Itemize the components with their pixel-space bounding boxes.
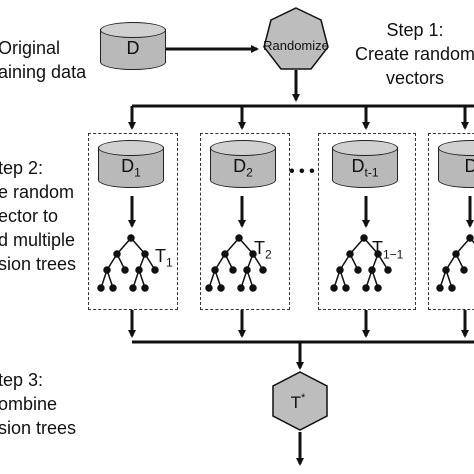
original-data-text: Original aining data [0,38,87,82]
decision-tree-3 [330,234,392,292]
subset-box-1 [88,133,178,310]
subset-box-3 [318,133,416,310]
subset-cylinder-1: D1 [98,140,164,196]
decision-tree-1 [97,234,159,292]
tree-label-1: T1 [155,246,173,270]
original-data-cylinder: D [100,22,166,78]
combine-node [272,371,328,431]
step2-text: tep 2: e random ector to d multiple sion… [0,158,77,274]
subset-label-1: D1 [121,156,141,180]
decision-tree-4 [436,234,474,292]
subset-cylinder-4: D [438,140,474,196]
tree-label-3: T1−1 [372,238,404,262]
subset-cylinder-3: Dt-1 [332,140,398,196]
subset-cylinder-2: D2 [210,140,276,196]
subset-box-2 [200,133,290,310]
ellipsis: • • • [289,163,315,180]
randomize-label: Randomize [263,38,329,53]
subset-label-3: Dt-1 [351,156,379,180]
subset-label-2: D2 [233,156,253,180]
combine-label: T* [291,392,306,412]
step3-text: tep 3: ombine sion trees [0,370,77,438]
tree-label-2: T2 [254,238,272,262]
step1-text: Step 1: Create random vectors [354,20,474,88]
decision-tree-2 [205,234,267,292]
original-data-label: D [126,38,140,58]
randomize-node [263,7,329,70]
subset-label-4: D [464,156,474,176]
subset-box-4 [428,133,474,310]
